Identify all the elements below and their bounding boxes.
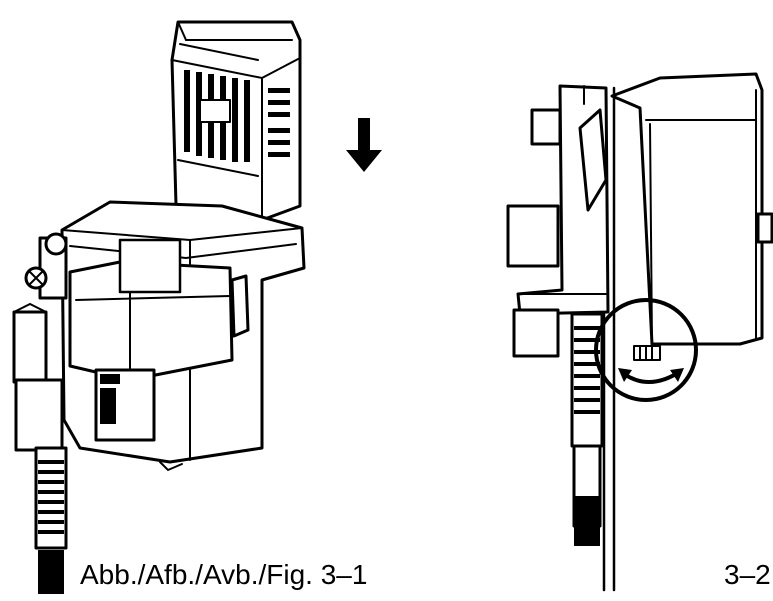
detail-circle xyxy=(594,298,698,402)
intake-tube xyxy=(12,302,68,594)
right-intake-tube-ribs xyxy=(574,326,600,414)
right-intake-tube xyxy=(570,312,604,546)
figure-3-2-illustration xyxy=(506,72,773,592)
rotate-arrows-icon xyxy=(618,368,684,384)
figure-caption-3-2: 3–2 xyxy=(724,559,771,590)
cartridge-side-slots xyxy=(268,88,290,157)
cartridge-sponge xyxy=(184,70,250,162)
intake-tube-ribs xyxy=(38,460,64,534)
filter-housing-side xyxy=(506,72,773,358)
down-arrow-icon xyxy=(346,118,382,172)
figure-caption-3-1: Abb./Afb./Avb./Fig. 3–1 xyxy=(80,559,368,590)
filter-cartridge xyxy=(170,20,302,222)
filter-housing xyxy=(24,200,306,472)
figure-3-1-illustration xyxy=(12,20,382,594)
